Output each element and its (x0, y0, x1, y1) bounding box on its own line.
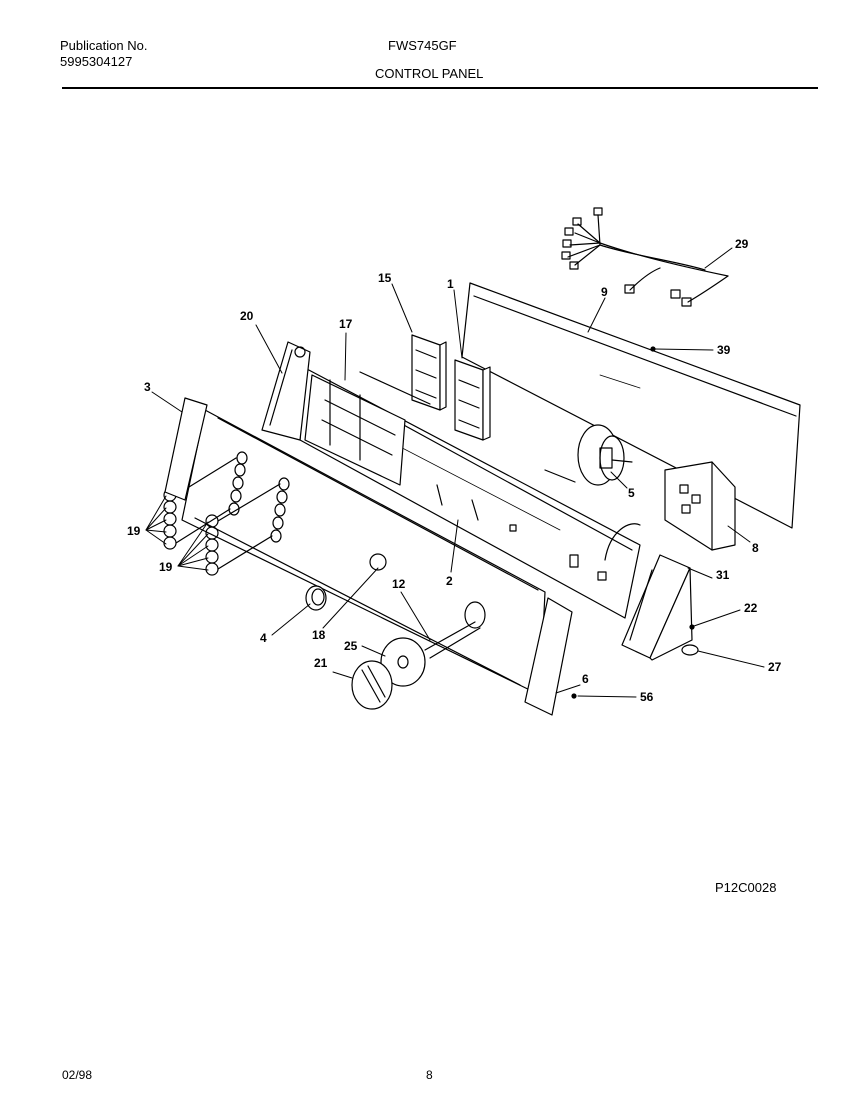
callout-labels: 29 9 39 15 1 20 17 3 5 8 19 19 2 12 31 2… (127, 237, 782, 704)
callout-56: 56 (640, 690, 654, 704)
callout-3: 3 (144, 380, 151, 394)
callout-4: 4 (260, 631, 267, 645)
callout-6: 6 (582, 672, 589, 686)
switch-bracket-part (411, 334, 491, 441)
callout-18: 18 (312, 628, 326, 642)
callout-19-lower: 19 (159, 560, 173, 574)
callout-25: 25 (344, 639, 358, 653)
callout-8: 8 (752, 541, 759, 555)
page-number: 8 (426, 1068, 433, 1082)
right-rear-cap-part (621, 554, 693, 661)
callout-1: 1 (447, 277, 454, 291)
drawing-code: P12C0028 (715, 880, 777, 895)
callout-5: 5 (628, 486, 635, 500)
timer-part (544, 424, 633, 486)
callout-20: 20 (240, 309, 254, 323)
callout-31: 31 (716, 568, 730, 582)
small-knob-part (305, 585, 327, 611)
publication-number: 5995304127 (60, 54, 133, 69)
wire-harness-part (561, 207, 729, 307)
switch-block-part (604, 461, 736, 561)
callout-29: 29 (735, 237, 749, 251)
callout-27: 27 (768, 660, 782, 674)
publication-label: Publication No. (60, 38, 148, 53)
fasteners-part (436, 346, 699, 699)
callout-19-upper: 19 (127, 524, 141, 538)
callout-21: 21 (314, 656, 328, 670)
callout-15: 15 (378, 271, 392, 285)
callout-9: 9 (601, 285, 608, 299)
callout-leaders (145, 247, 765, 698)
model-number: FWS745GF (388, 38, 457, 53)
dial-assembly-part (380, 621, 481, 687)
left-trim-part (164, 397, 208, 501)
section-title: CONTROL PANEL (375, 66, 484, 81)
timer-knob-part (351, 660, 393, 710)
callout-39: 39 (717, 343, 731, 357)
callout-2: 2 (446, 574, 453, 588)
callout-17: 17 (339, 317, 353, 331)
header-divider (62, 87, 818, 89)
footer-date: 02/98 (62, 1068, 93, 1082)
support-bracket-part (304, 371, 431, 486)
callout-22: 22 (744, 601, 758, 615)
callout-12: 12 (392, 577, 406, 591)
right-end-cap-part (524, 597, 573, 716)
left-end-cap-part (261, 341, 311, 441)
